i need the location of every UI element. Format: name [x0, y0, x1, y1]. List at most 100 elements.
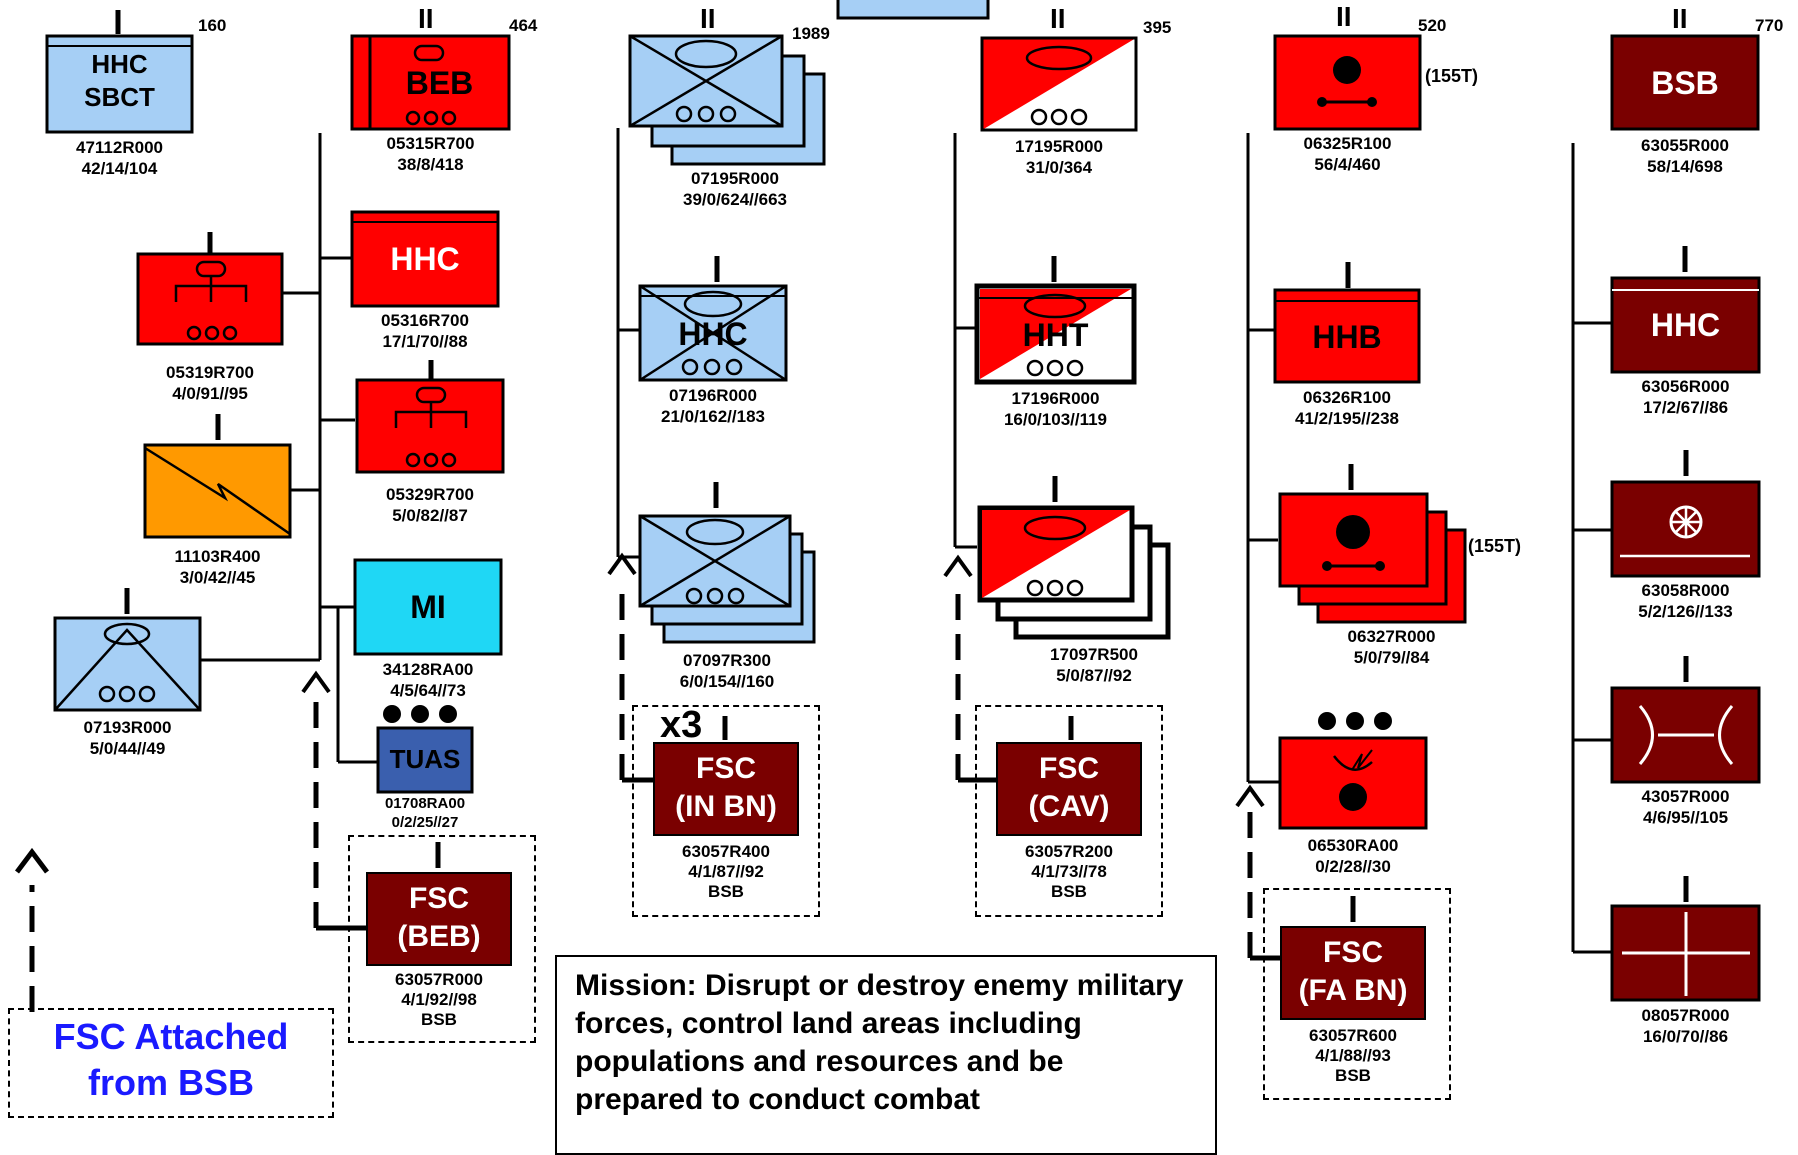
code: 06530RA00: [1307, 836, 1399, 855]
pers: 41/2/195//238: [1295, 409, 1399, 428]
pers: 5/0/79//84: [1353, 648, 1430, 667]
fsc-beb-symbol: FSC (BEB): [366, 872, 512, 966]
fsc-line1: FSC: [409, 882, 469, 915]
beb-fsc-dashed: [301, 670, 366, 931]
pers: 6/0/154//160: [679, 672, 775, 691]
beb-hhc-symbol: [350, 210, 500, 308]
fsc-cav-symbol: FSC(CAV): [996, 742, 1142, 836]
pers: 0/2/28//30: [1315, 857, 1391, 876]
fsc-line1: FSC: [696, 752, 756, 785]
pers: 31/0/364: [1025, 158, 1093, 177]
fsc-note-line2: from BSB: [87, 1062, 254, 1103]
bsb-maint-symbol: [1610, 480, 1761, 578]
eng-co-b-codes: 05329R700 5/0/82//87: [357, 484, 503, 526]
fa-bn-symbol: [1273, 34, 1422, 131]
code: 17097R500: [1050, 645, 1138, 664]
pers: 5/0/87//92: [1056, 666, 1132, 685]
pers: 4/1/88//93: [1315, 1046, 1391, 1065]
cav-connectors: [953, 133, 977, 549]
inf-hhc-symbol: [638, 284, 788, 382]
code: 17196R000: [1011, 389, 1100, 408]
pers: 4/5/64//73: [390, 681, 466, 700]
cav-troop-symbol: [977, 505, 1171, 640]
fa-btry-symbol: [1278, 492, 1467, 624]
code: 07196R000: [669, 386, 757, 405]
hhc-sbct-line2: SBCT: [84, 82, 155, 112]
pers: 4/0/91//95: [172, 384, 248, 403]
fsc-line2: (BEB): [397, 920, 481, 953]
code: 43057R000: [1641, 787, 1730, 806]
strength-bsb: 770: [1755, 16, 1784, 35]
pers: 3/0/42//45: [179, 568, 256, 587]
hhc-sbct-line1: HHC: [91, 49, 148, 79]
mi-codes: 34128RA00 4/5/64//73: [355, 659, 501, 701]
code: 63055R000: [1641, 136, 1729, 155]
bsb-hhc-label: HHC: [1650, 307, 1721, 343]
pers: 5/0/82//87: [392, 506, 468, 525]
inf-fsc-dashed: [607, 552, 655, 783]
code: 34128RA00: [382, 660, 474, 679]
code: 07193R000: [83, 718, 172, 737]
bsb-supply-codes: 43057R000 4/6/95//105: [1612, 786, 1759, 828]
inf-connectors: [616, 128, 640, 559]
inf-bn-symbol: [628, 34, 826, 166]
mi-label: MI: [410, 589, 446, 625]
org-chart: [15, 0, 1761, 1012]
pers: 0/2/25//27: [391, 814, 459, 831]
code: 17195R000: [1015, 137, 1103, 156]
bsb-med-symbol: [1610, 904, 1761, 1002]
mi-symbol: [353, 558, 503, 656]
pers: 38/8/418: [397, 155, 464, 174]
code: 63057R000: [395, 970, 483, 989]
fsc-line1: FSC: [1039, 752, 1099, 785]
fa-btry-note: (155T): [1468, 536, 1522, 556]
pers: 4/1/73//78: [1031, 862, 1107, 881]
pers: 17/2/67//86: [1642, 398, 1729, 417]
bsb-label: BSB: [1651, 65, 1719, 101]
company-ticks: [115, 10, 1689, 922]
code: 63057R600: [1309, 1026, 1397, 1045]
beb-connectors: [200, 133, 378, 764]
code: 05329R700: [386, 485, 474, 504]
recon-troop-symbol: [53, 616, 202, 712]
pers: 4/6/95//105: [1642, 808, 1729, 827]
legend-dashed-arrow: [15, 847, 49, 1012]
hhc-sbct-label: HHC SBCT: [47, 48, 192, 114]
echelon-battalion: II: [1672, 3, 1688, 34]
mission-statement: Mission: Disrupt or destroy enemy milita…: [555, 955, 1217, 1155]
parent: BSB: [1335, 1066, 1371, 1085]
parent: BSB: [1051, 882, 1087, 901]
pers: 5/0/44//49: [89, 739, 166, 758]
fsc-line1: FSC: [1323, 936, 1383, 969]
fa-connectors: [1246, 133, 1280, 784]
code: 08057R000: [1641, 1006, 1730, 1025]
strength-inf: 1989: [792, 24, 830, 43]
cav-codes: 17195R000 31/0/364: [982, 136, 1136, 178]
pers: 5/2/126//133: [1638, 602, 1733, 621]
bsb-hhc-symbol: [1610, 276, 1761, 374]
code: 07195R000: [691, 169, 779, 188]
eng-co-b-symbol: [355, 378, 505, 474]
pers: 42/14/104: [81, 159, 158, 178]
code: 63056R000: [1641, 377, 1730, 396]
eng-co-a-symbol: [136, 252, 284, 346]
fsc-inf-symbol: FSC(IN BN): [653, 742, 799, 836]
code: 63058R000: [1641, 581, 1730, 600]
strength-fa: 520: [1418, 16, 1447, 35]
